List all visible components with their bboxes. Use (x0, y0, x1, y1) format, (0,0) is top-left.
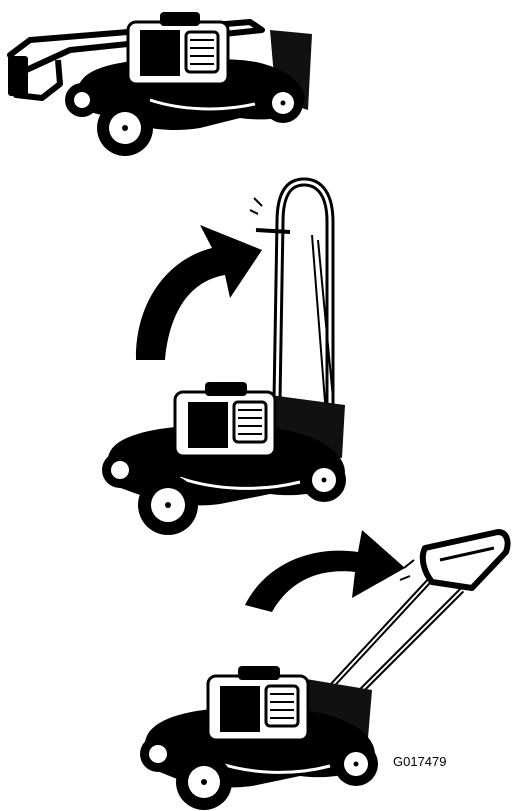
rear-wheel (334, 742, 378, 786)
rear-wheel-left (102, 452, 138, 488)
front-wheel (138, 475, 198, 535)
rear-wheel-left (140, 736, 176, 772)
handle-loop (419, 529, 511, 591)
rotation-arrow-forward (245, 530, 405, 612)
rear-wheel (263, 83, 303, 123)
motion-lines (249, 197, 263, 215)
mower-handle-operating (140, 529, 511, 810)
mower-handle-folded (7, 12, 312, 156)
engine (126, 12, 230, 86)
figure-id-label: G017479 (393, 754, 447, 769)
front-wheel (97, 100, 153, 156)
motion-lines (399, 559, 415, 581)
operating-handle (325, 577, 465, 703)
front-wheel (176, 754, 232, 810)
rotation-arrow-up (135, 225, 262, 360)
engine (173, 382, 277, 458)
rear-wheel (302, 458, 346, 502)
engine (206, 666, 310, 742)
mower-handle-upright (102, 177, 346, 535)
rear-wheel-left (65, 83, 99, 117)
handle-grip (8, 56, 28, 96)
